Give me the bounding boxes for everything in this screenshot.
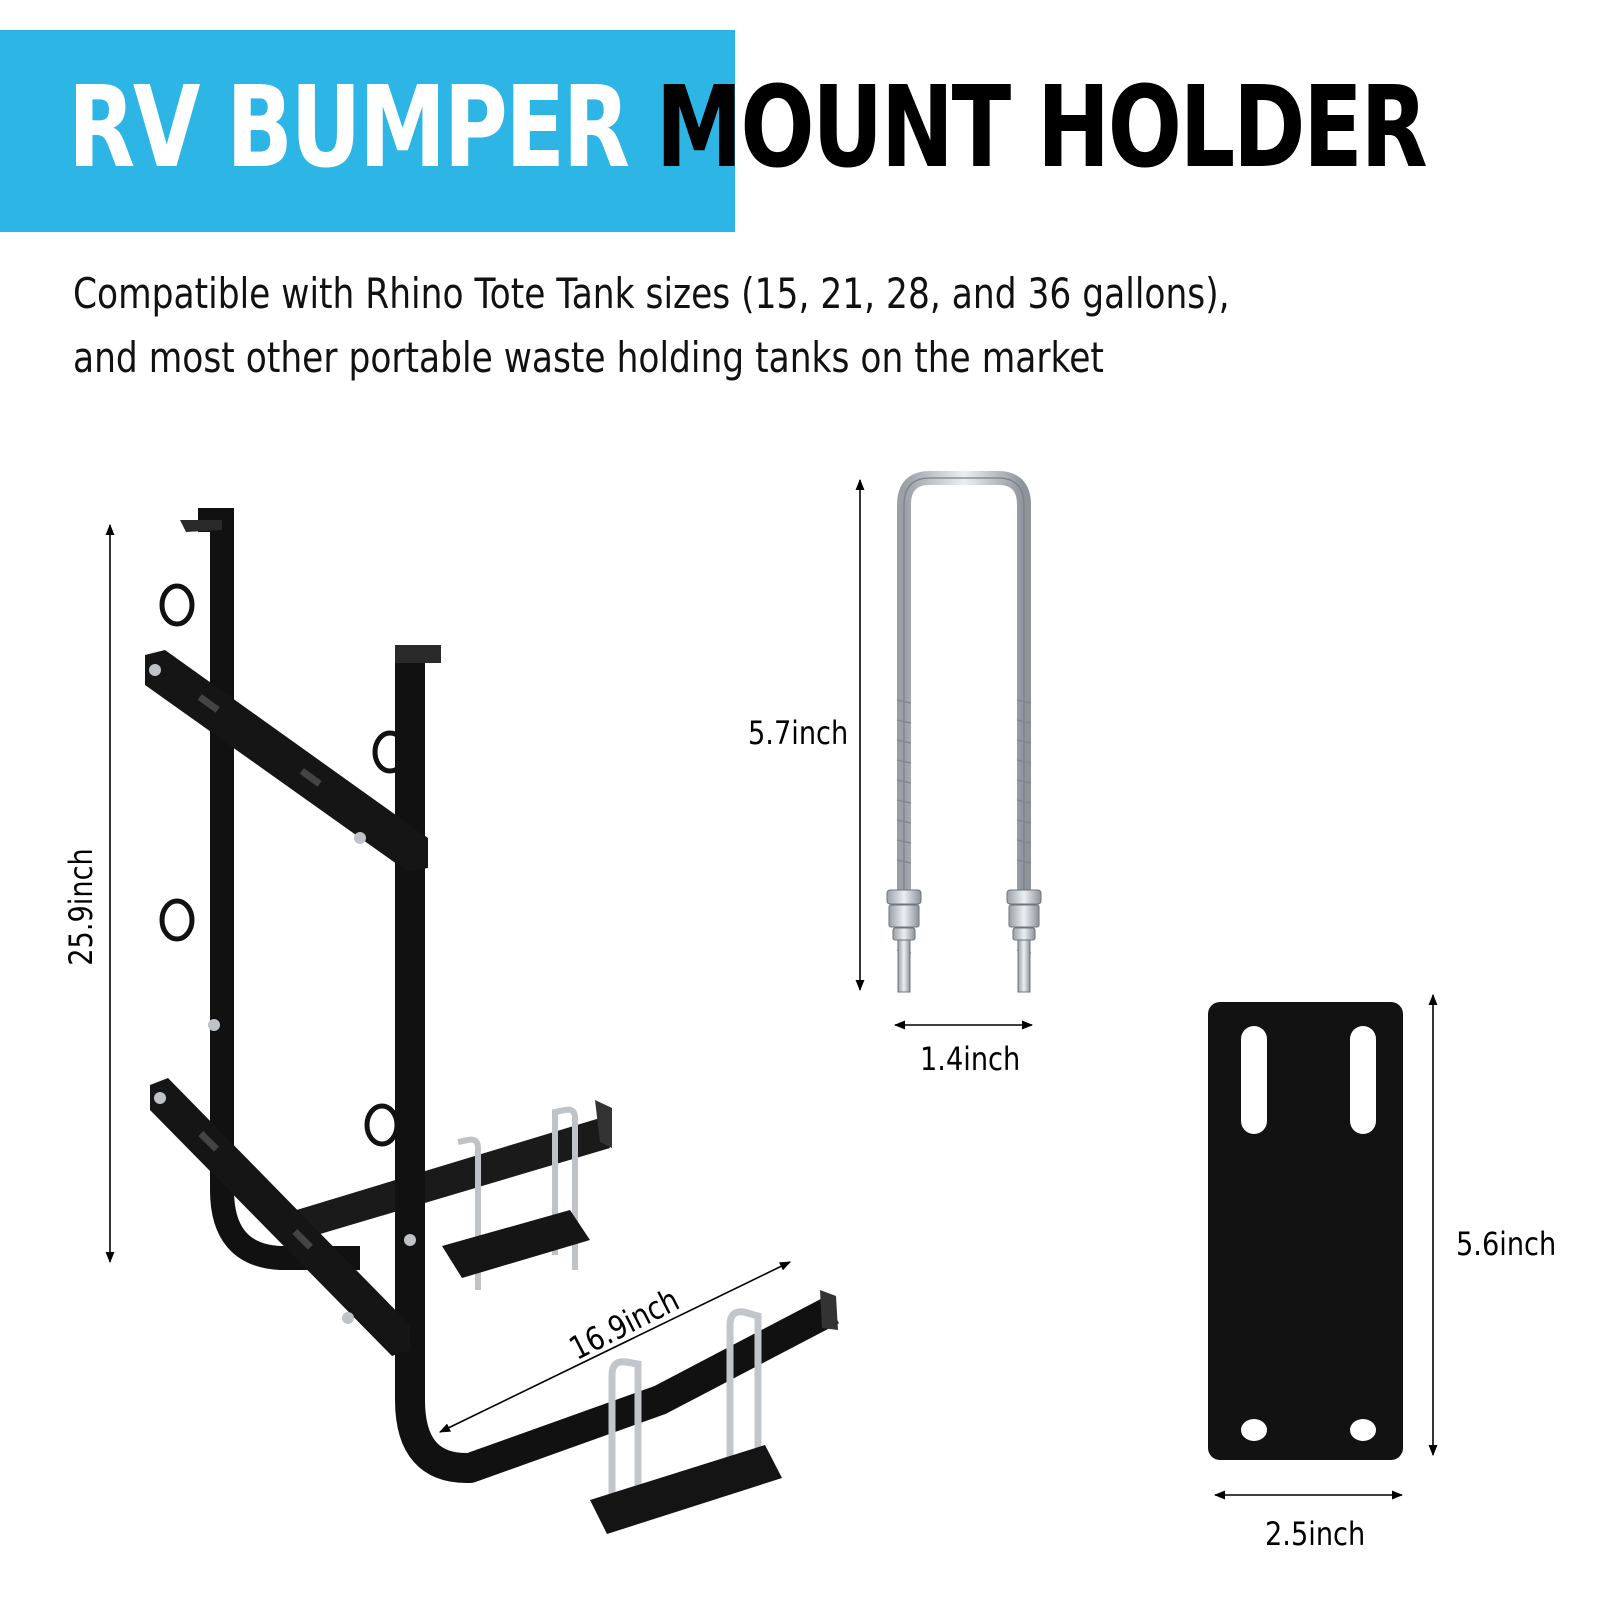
title-banner	[0, 30, 735, 232]
rear-arm	[290, 1118, 610, 1240]
tie-down-rings	[159, 583, 408, 1147]
front-mount-plate	[590, 1445, 782, 1534]
front-ubolt	[608, 1308, 762, 1500]
bumper-mount-frame	[145, 508, 839, 1534]
product-description: Compatible with Rhino Tote Tank sizes (1…	[73, 262, 1303, 390]
rear-ubolt	[457, 1106, 578, 1290]
mounting-plate-detail	[1208, 1002, 1403, 1460]
ubolt-detail	[886, 471, 1042, 993]
page-title: RV BUMPER MOUNT HOLDER	[68, 58, 1428, 198]
ubolt-height-label: 5.7inch	[748, 714, 849, 752]
plate-width-label: 2.5inch	[1265, 1515, 1366, 1553]
ubolt-width-label: 1.4inch	[920, 1040, 1021, 1078]
plate-hole-left	[1241, 1419, 1267, 1441]
title-rest: MOUNT HOLDER	[655, 63, 1428, 193]
upper-crossbar	[145, 650, 428, 872]
ubolt-nuts	[886, 889, 1042, 993]
description-line-1: Compatible with Rhino Tote Tank sizes (1…	[73, 269, 1230, 318]
rear-mount-plate	[442, 1210, 590, 1278]
frame-height-label: 25.9inch	[62, 848, 101, 966]
plate-slot-left	[1241, 1026, 1267, 1134]
title-highlight: RV BUMPER	[68, 63, 630, 193]
plate-hole-right	[1350, 1419, 1376, 1441]
dimension-lines	[105, 478, 1438, 1500]
plate-slot-right	[1350, 1026, 1376, 1134]
plate-height-label: 5.6inch	[1456, 1225, 1557, 1263]
right-upright	[395, 650, 839, 1484]
left-upright	[198, 508, 360, 1270]
frame-width-line	[438, 1261, 792, 1433]
description-line-2: and most other portable waste holding ta…	[73, 333, 1104, 382]
